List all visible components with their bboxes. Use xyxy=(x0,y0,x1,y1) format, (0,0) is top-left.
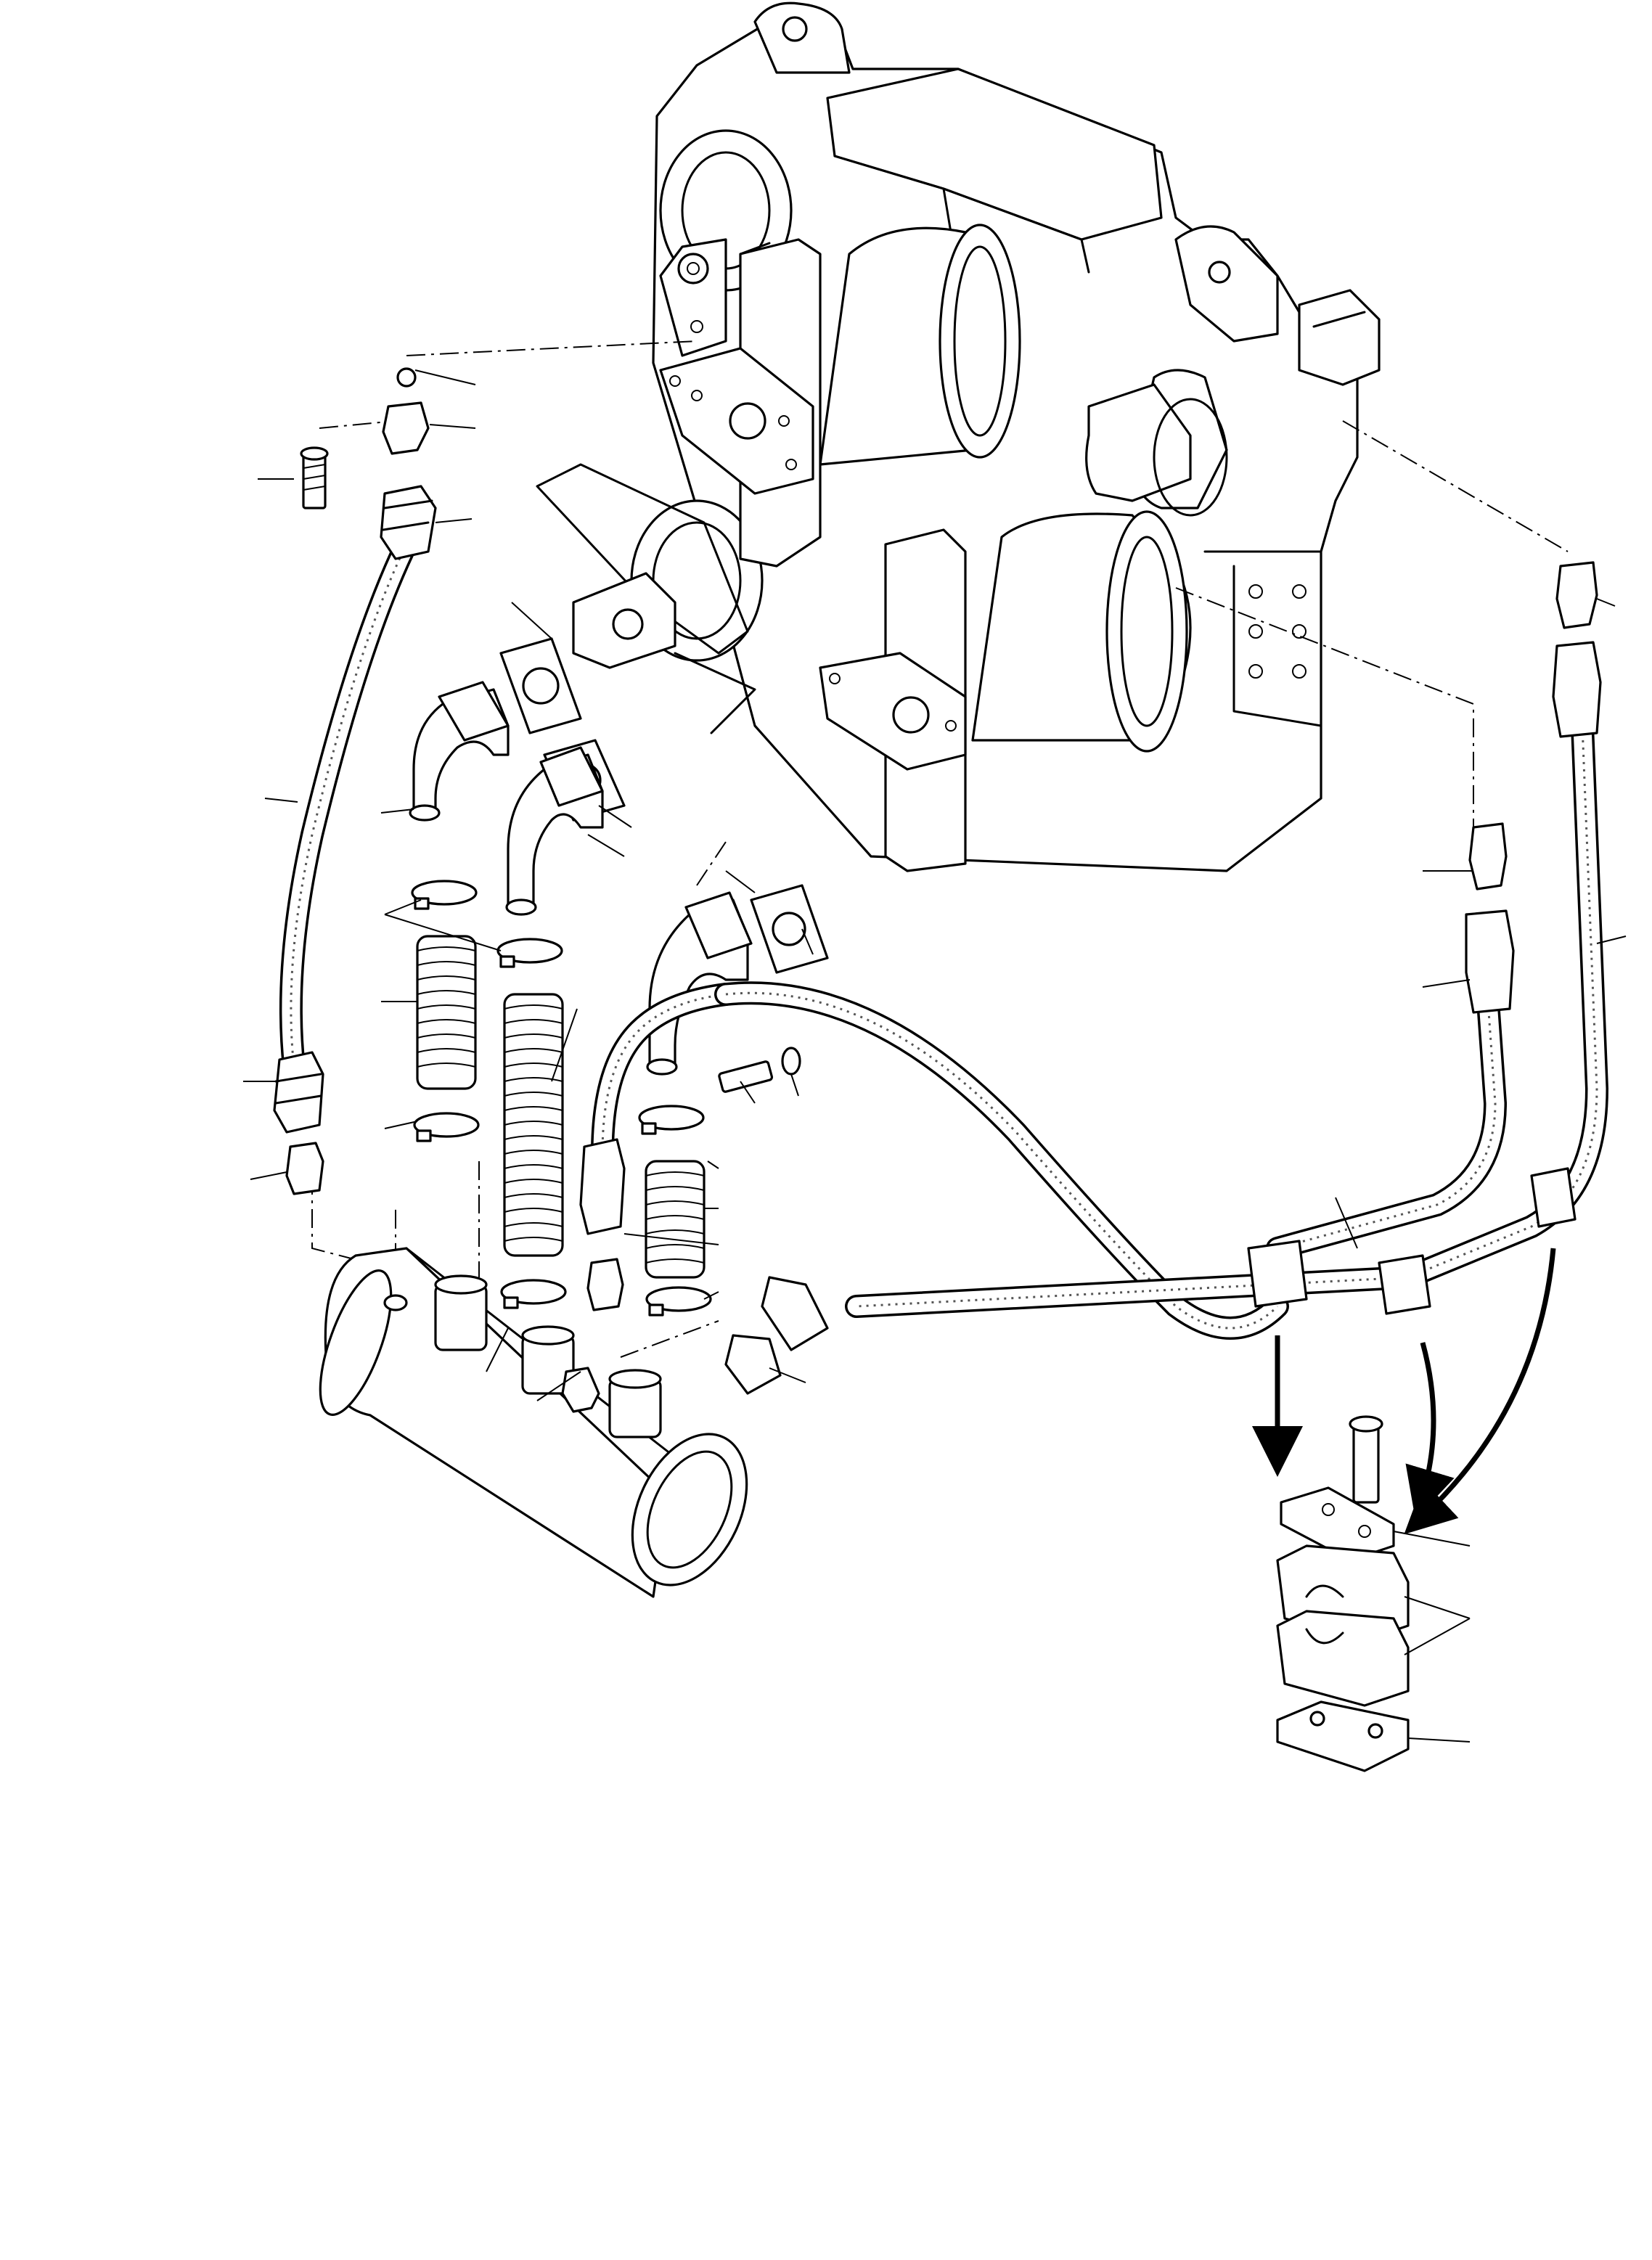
hose-center xyxy=(579,981,1289,1340)
bellows-2 xyxy=(503,993,564,1257)
hose-right xyxy=(724,561,1609,1395)
elbow-1 xyxy=(409,681,510,822)
bellows-1 xyxy=(416,935,477,1090)
gearbox-housing xyxy=(536,1,1381,872)
elbow-3 xyxy=(646,891,753,1076)
hose-left xyxy=(273,367,437,1195)
elbow-2 xyxy=(505,746,604,916)
bellows-3 xyxy=(645,1160,706,1279)
clamp-block-assembly xyxy=(1252,1248,1556,1772)
callout-leaders xyxy=(243,369,1627,1743)
manifold-tube xyxy=(319,1247,748,1598)
adapter-fitting xyxy=(561,1367,600,1413)
cap-screw xyxy=(300,446,329,509)
hose-clamp xyxy=(411,880,712,1317)
